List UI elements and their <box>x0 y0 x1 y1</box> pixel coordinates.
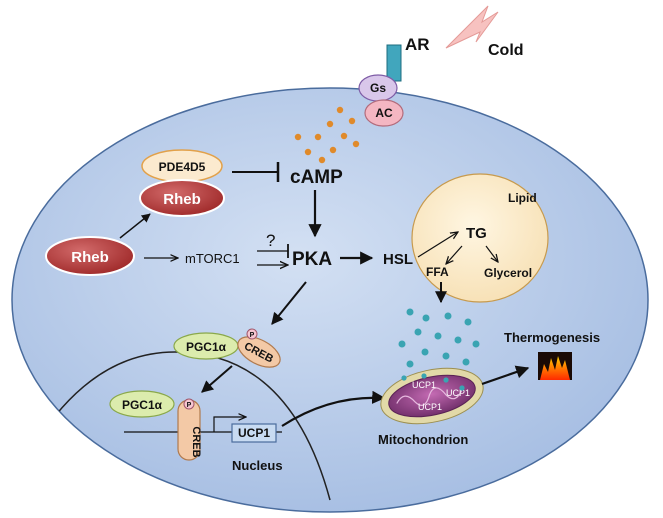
tg-to-glycerol-arrow <box>485 245 498 262</box>
gene-to-mito-arrow <box>281 390 386 427</box>
ar-receptor-icon <box>386 44 402 82</box>
ac-enzyme <box>364 99 404 127</box>
rheb-label-top: Rheb <box>163 191 201 208</box>
ucp1-label-mito-3: UCP1 <box>418 402 442 412</box>
lipid-label: Lipid <box>508 191 537 205</box>
mito-ffa-dots <box>401 373 465 391</box>
rheb-protein-top <box>139 179 225 217</box>
ffa-label: FFA <box>426 265 449 279</box>
nucleus-boundary <box>29 351 331 501</box>
creb-label-nucleus: CREB <box>190 426 202 457</box>
pka-label: PKA <box>292 249 332 270</box>
p-label-cytoplasm: P <box>250 332 255 339</box>
ucp1-gene <box>231 423 277 443</box>
cell-membrane <box>11 87 649 513</box>
pgc1a-nucleus <box>109 390 175 418</box>
mitochondrion-label: Mitochondrion <box>378 432 468 447</box>
hsl-to-tg-arrow <box>417 232 458 258</box>
hsl-label: HSL <box>383 251 413 268</box>
creb-to-nucleus-arrow <box>201 365 233 393</box>
ucp1-label-mito-2: UCP1 <box>446 388 470 398</box>
cold-label: Cold <box>488 42 524 59</box>
thermogenesis-label: Thermogenesis <box>504 330 600 345</box>
pgc1a-label-cytoplasm: PGC1α <box>186 340 227 354</box>
ucp1-gene-label: UCP1 <box>238 426 270 440</box>
fire-icon <box>538 352 572 380</box>
tg-label: TG <box>466 225 487 242</box>
gs-label: Gs <box>370 81 386 95</box>
phospho-nucleus <box>183 398 195 410</box>
pgc1a-label-nucleus: PGC1α <box>122 398 163 412</box>
question-label: ? <box>266 231 275 250</box>
transcription-arrow <box>213 417 246 432</box>
lightning-icon <box>445 5 499 49</box>
mtorc1-label: mTORC1 <box>185 251 240 266</box>
nucleus-label: Nucleus <box>232 458 283 473</box>
pka-to-creb-arrow <box>271 281 307 325</box>
rheb-label-bottom: Rheb <box>71 249 109 266</box>
mito-to-thermo-arrow <box>481 365 530 386</box>
glycerol-label: Glycerol <box>484 266 532 280</box>
ac-label: AC <box>375 106 393 120</box>
ar-label: AR <box>405 35 430 54</box>
p-label-nucleus: P <box>187 402 192 409</box>
phospho-cytoplasm <box>246 328 258 340</box>
ucp1-label-mito-1: UCP1 <box>412 380 436 390</box>
camp-label: cAMP <box>290 167 343 188</box>
rheb-to-pde-arrow <box>119 213 151 239</box>
ffa-molecules <box>398 308 480 368</box>
mitochondrion <box>380 367 484 425</box>
lipid-droplet <box>411 173 549 303</box>
rheb-protein-bottom <box>45 236 135 276</box>
camp-molecules <box>294 106 360 164</box>
pde4d5-label: PDE4D5 <box>159 160 206 174</box>
tg-to-ffa-arrow <box>446 245 463 264</box>
